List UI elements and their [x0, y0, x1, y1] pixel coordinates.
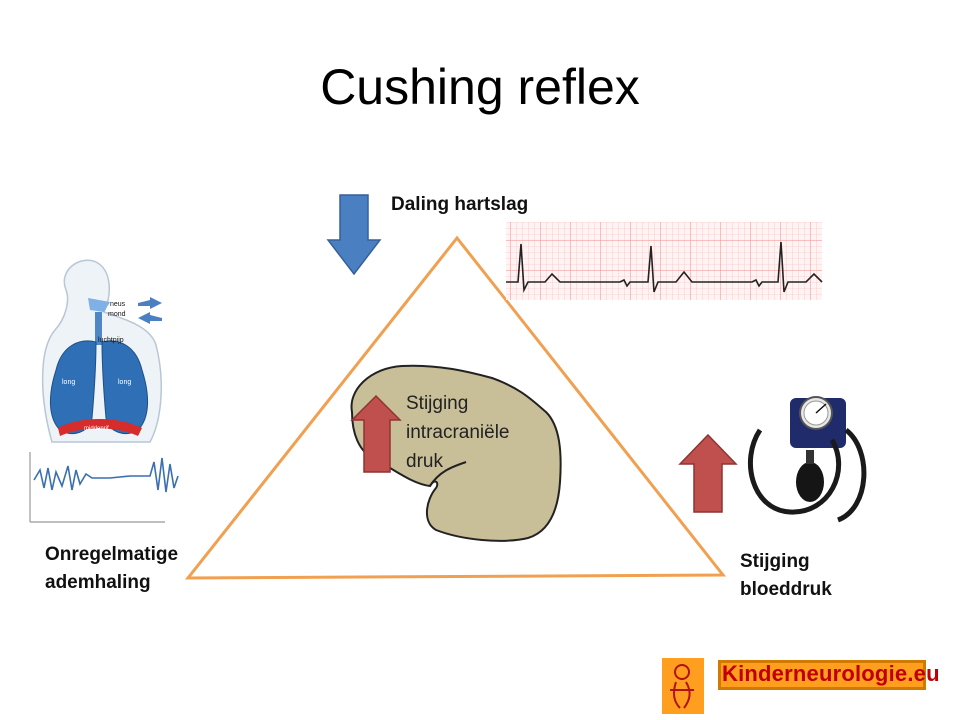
- label-blood-pressure-line1: Stijging: [740, 551, 810, 572]
- label-icp: Stijging intracraniële druk: [406, 389, 510, 476]
- brand-text: Kinderneurologie.eu: [722, 661, 940, 686]
- label-icp-line2: intracraniële: [406, 422, 510, 443]
- label-icp-line3: druk: [406, 451, 443, 472]
- lung-label-left: long: [62, 379, 75, 386]
- label-icp-line1: Stijging: [406, 393, 469, 414]
- label-blood-pressure-line2: bloeddruk: [740, 579, 832, 600]
- lungs-illustration-icon: neus mond luchtpijp long long middenrif: [41, 259, 162, 443]
- down-arrow-icon: [326, 194, 382, 276]
- breathing-waveform-icon: [29, 452, 179, 523]
- lung-label-nose: neus: [110, 301, 126, 308]
- up-arrow-icon: [678, 433, 738, 513]
- up-arrow-icon: [350, 394, 402, 473]
- brand-logo-icon: [662, 658, 704, 714]
- brain-shape-icon: [350, 364, 562, 542]
- lung-label-right: long: [118, 379, 131, 386]
- brand-banner: [718, 660, 926, 690]
- label-breathing-line2: ademhaling: [45, 572, 151, 593]
- label-heart-rate: Daling hartslag: [391, 194, 529, 215]
- page-title: Cushing reflex: [320, 59, 640, 115]
- triangle-outline: [184, 235, 727, 580]
- label-breathing-line1: Onregelmatige: [45, 544, 179, 565]
- ecg-strip-icon: [506, 222, 823, 300]
- label-blood-pressure: Stijging bloeddruk: [740, 548, 832, 604]
- label-breathing: Onregelmatige ademhaling: [45, 541, 178, 597]
- lung-label-diaphragm: middenrif: [84, 426, 109, 432]
- lung-label-trachea: luchtpijp: [98, 337, 124, 344]
- blood-pressure-cuff-icon: [747, 396, 867, 523]
- lung-label-mouth: mond: [108, 311, 126, 318]
